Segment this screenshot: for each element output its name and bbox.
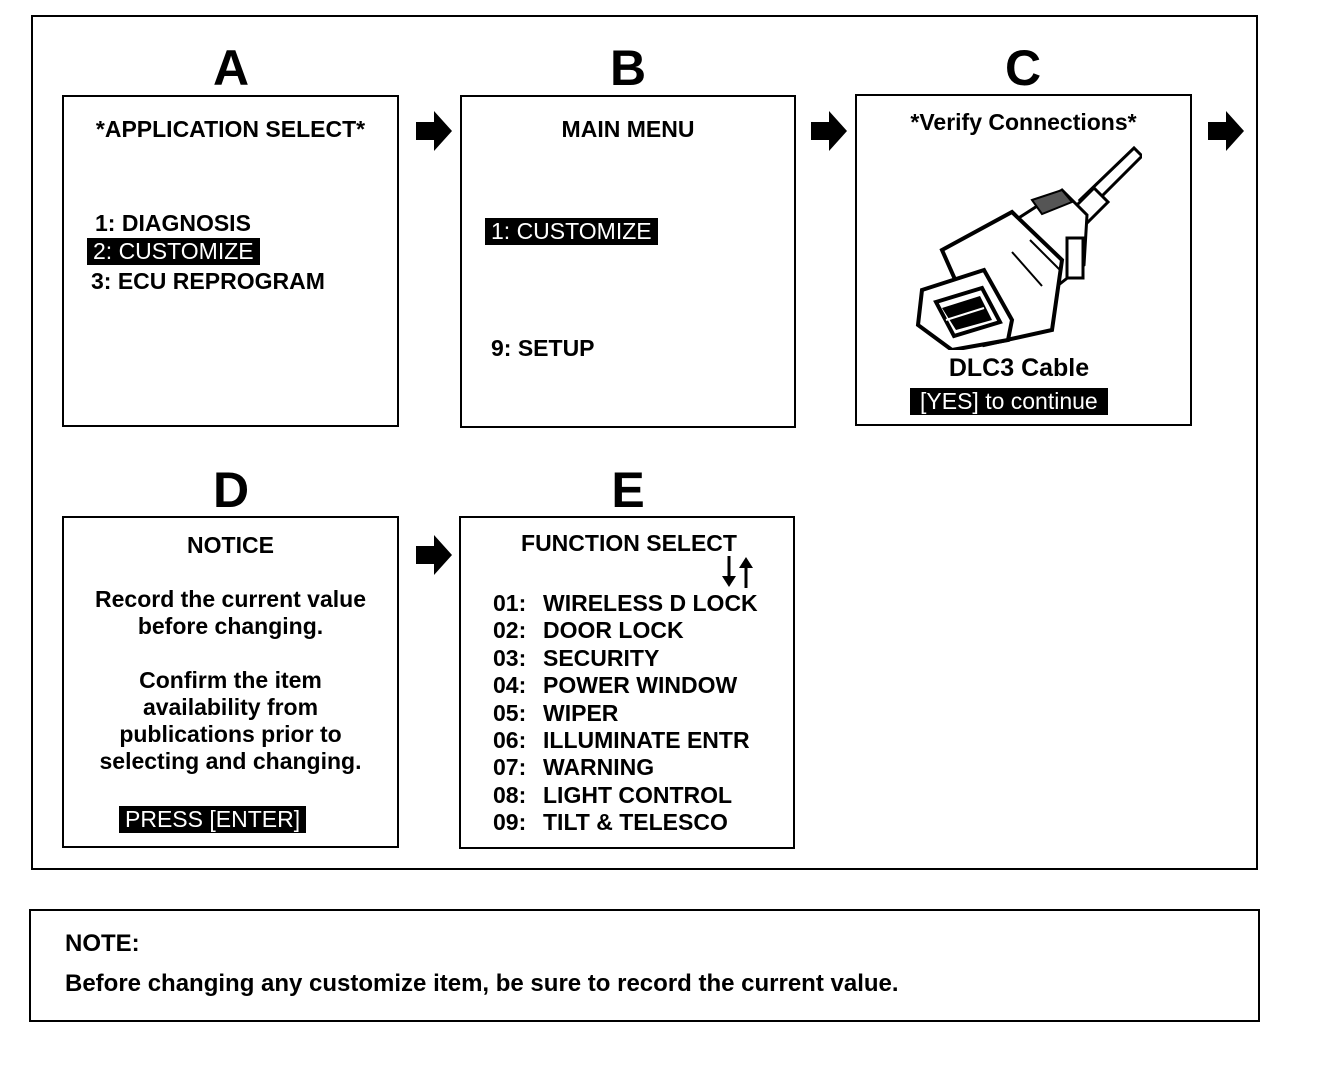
- label-b: B: [609, 40, 647, 96]
- label-c: C: [1004, 40, 1042, 96]
- label-e: E: [611, 462, 645, 518]
- function-label: ILLUMINATE ENTR: [543, 727, 750, 753]
- function-number: 07:: [493, 754, 527, 781]
- function-item: 09: TILT & TELESCO: [493, 811, 728, 834]
- menu-item-diagnosis: 1: DIAGNOSIS: [95, 210, 251, 236]
- screen-title: MAIN MENU: [561, 116, 695, 142]
- function-number: 04:: [493, 672, 527, 699]
- screen-title: *APPLICATION SELECT*: [95, 116, 366, 142]
- function-item: 02: DOOR LOCK: [493, 619, 684, 642]
- function-label: WIPER: [543, 699, 619, 726]
- right-arrow-icon: [1208, 111, 1244, 151]
- right-arrow-icon: [416, 535, 452, 575]
- screen-title: FUNCTION SELECT: [521, 530, 737, 556]
- note-box: NOTE: Before changing any customize item…: [29, 909, 1260, 1022]
- function-label: WIRELESS D LOCK: [543, 590, 758, 616]
- screen-verify-connections: *Verify Connections* DLC3 Cable [YES] to…: [855, 94, 1192, 426]
- function-item: 05: WIPER: [493, 699, 619, 726]
- notice-line: before changing.: [137, 613, 324, 639]
- function-label: TILT & TELESCO: [543, 809, 728, 836]
- function-item: 01: WIRELESS D LOCK: [493, 592, 758, 615]
- notice-line: Confirm the item: [139, 667, 322, 693]
- cable-label: DLC3 Cable: [948, 354, 1090, 382]
- function-label: WARNING: [543, 754, 655, 781]
- note-text: Before changing any customize item, be s…: [65, 970, 899, 997]
- note-heading: NOTE:: [65, 930, 140, 957]
- screen-application-select: *APPLICATION SELECT* 1: DIAGNOSIS 2: CUS…: [62, 95, 399, 427]
- function-item: 04: POWER WINDOW: [493, 674, 737, 697]
- function-number: 02:: [493, 617, 527, 644]
- diagram-frame: [31, 15, 1258, 870]
- function-number: 03:: [493, 644, 527, 671]
- function-item: 08: LIGHT CONTROL: [493, 781, 733, 808]
- screen-title: *Verify Connections*: [910, 109, 1137, 135]
- function-label: DOOR LOCK: [543, 617, 684, 644]
- function-number: 09:: [493, 809, 527, 836]
- menu-item-customize-selected: 2: CUSTOMIZE: [87, 238, 260, 265]
- function-item: 03: SECURITY: [493, 644, 660, 671]
- function-number: 05:: [493, 699, 527, 726]
- screen-main-menu: MAIN MENU 1: CUSTOMIZE 9: SETUP: [460, 95, 796, 428]
- up-down-arrows-icon: [722, 556, 753, 588]
- notice-line: Record the current value: [95, 586, 366, 612]
- right-arrow-icon: [416, 111, 452, 151]
- function-label: LIGHT CONTROL: [543, 781, 733, 808]
- yes-continue-prompt: [YES] to continue: [910, 388, 1108, 415]
- menu-item-customize-selected: 1: CUSTOMIZE: [485, 218, 658, 245]
- notice-line: selecting and changing.: [99, 748, 362, 774]
- menu-item-setup: 9: SETUP: [491, 335, 595, 361]
- function-label: POWER WINDOW: [543, 672, 738, 699]
- label-a: A: [212, 40, 250, 96]
- label-d: D: [212, 462, 250, 518]
- screen-title: NOTICE: [187, 532, 274, 558]
- function-number: 01:: [493, 590, 527, 616]
- screen-notice: NOTICE Record the current value before c…: [62, 516, 399, 848]
- notice-line: availability from: [142, 694, 319, 720]
- notice-line: publications prior to: [119, 721, 342, 747]
- function-item: 07: WARNING: [493, 756, 654, 779]
- function-number: 06:: [493, 727, 527, 753]
- right-arrow-icon: [811, 111, 847, 151]
- dlc3-cable-icon: [915, 145, 1142, 350]
- press-enter-prompt: PRESS [ENTER]: [119, 806, 307, 833]
- screen-function-select: FUNCTION SELECT 01: WIRELESS D LOCK 02: DOO…: [459, 516, 795, 849]
- function-label: SECURITY: [543, 644, 660, 671]
- function-item: 06: ILLUMINATE ENTR: [493, 729, 750, 752]
- menu-item-ecu-reprogram: 3: ECU REPROGRAM: [91, 268, 325, 294]
- function-number: 08:: [493, 781, 527, 808]
